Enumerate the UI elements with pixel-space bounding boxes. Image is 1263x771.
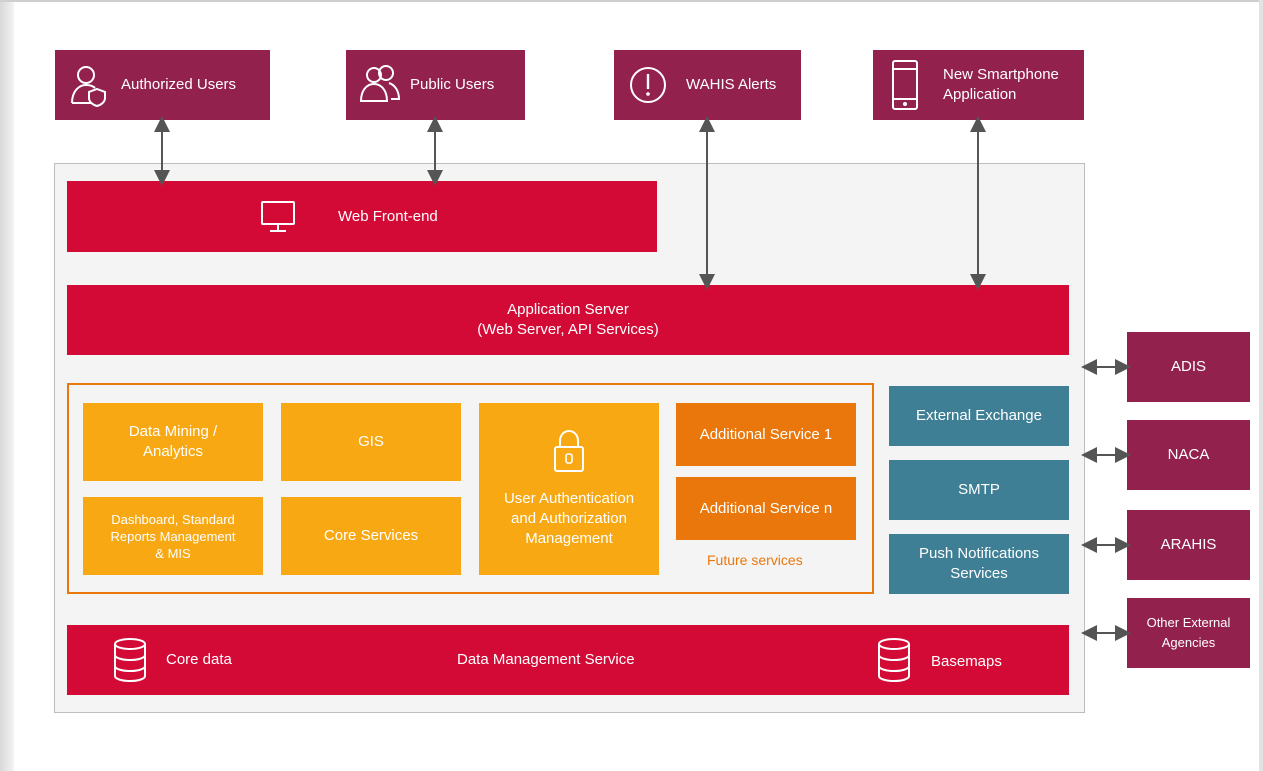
push-notifications-line2: Services [950,565,1008,582]
smtp-box: SMTP [889,460,1069,520]
page-frame-top [0,0,1263,2]
user-auth-line1: User Authentication [503,490,635,507]
data-mining-line2: Analytics [142,443,204,460]
external-exchange-label: External Exchange [916,407,1042,424]
page-frame-right [1259,0,1263,771]
user-auth-line3: Management [525,530,613,547]
dashboard-line3: & MIS [155,545,191,561]
user-auth-line2: and Authorization [511,510,627,527]
additional-service-1-label: Additional Service 1 [699,425,833,443]
basemaps-label: Basemaps [931,653,1002,670]
core-services-box: Core Services [281,497,461,575]
smartphone-app-label-line1: New Smartphone [943,66,1059,83]
lock-icon [552,429,586,473]
smartphone-app-label: New Smartphone Application [943,65,1059,105]
user-auth-box: User Authentication and Authorization Ma… [479,403,659,575]
additional-service-n-box: Additional Service n [676,477,856,540]
core-services-label: Core Services [323,527,419,544]
naca-box: NACA [1127,420,1250,490]
other-agencies-line1: Other External [1146,615,1231,630]
dashboard-line1: Dashboard, Standard [111,511,235,527]
core-data-label: Core data [166,651,232,668]
arahis-label: ARAHIS [1160,536,1217,553]
data-management-bar: Core data Data Management Service Basema… [67,625,1069,695]
web-frontend-box: Web Front-end [67,181,657,252]
additional-service-n-label: Additional Service n [699,499,833,517]
future-services-label: Future services [707,552,803,568]
external-exchange-box: External Exchange [889,386,1069,446]
smartphone-app-label-line2: Application [943,86,1017,103]
dashboard-line2: Reports Management [110,528,236,544]
other-agencies-box: Other External Agencies [1127,598,1250,668]
smartphone-icon [883,59,927,111]
public-users-label: Public Users [410,76,495,93]
authorized-users-label: Authorized Users [121,76,237,93]
naca-label: NACA [1167,446,1210,463]
other-agencies-line2: Agencies [1161,635,1216,650]
gis-label: GIS [358,433,384,450]
core-data-database-icon [113,637,147,683]
services-group-frame [67,383,874,594]
application-server-line1: Application Server [507,301,629,318]
authorized-user-icon [65,63,113,107]
public-users-icon [356,63,404,107]
page-frame-left [0,0,14,771]
smartphone-app-box: New Smartphone Application [873,50,1084,120]
adis-label: ADIS [1170,358,1206,375]
wahis-alerts-label: WAHIS Alerts [686,76,777,93]
monitor-icon [260,200,296,234]
push-notifications-line1: Push Notifications [918,545,1040,562]
data-mining-line1: Data Mining / [128,423,218,440]
wahis-alerts-box: WAHIS Alerts [614,50,801,120]
dashboard-box: Dashboard, Standard Reports Management &… [83,497,263,575]
application-server-line2: (Web Server, API Services) [477,321,659,338]
authorized-users-box: Authorized Users [55,50,270,120]
arahis-box: ARAHIS [1127,510,1250,580]
basemaps-database-icon [877,637,911,683]
web-frontend-label: Web Front-end [338,207,438,225]
application-server-box: Application Server (Web Server, API Serv… [67,285,1069,355]
public-users-box: Public Users [346,50,525,120]
alert-icon [624,65,672,105]
data-mining-box: Data Mining / Analytics [83,403,263,481]
additional-service-1-box: Additional Service 1 [676,403,856,466]
data-management-title: Data Management Service [457,651,635,668]
smtp-label: SMTP [958,481,1000,498]
push-notifications-box: Push Notifications Services [889,534,1069,594]
gis-box: GIS [281,403,461,481]
adis-box: ADIS [1127,332,1250,402]
